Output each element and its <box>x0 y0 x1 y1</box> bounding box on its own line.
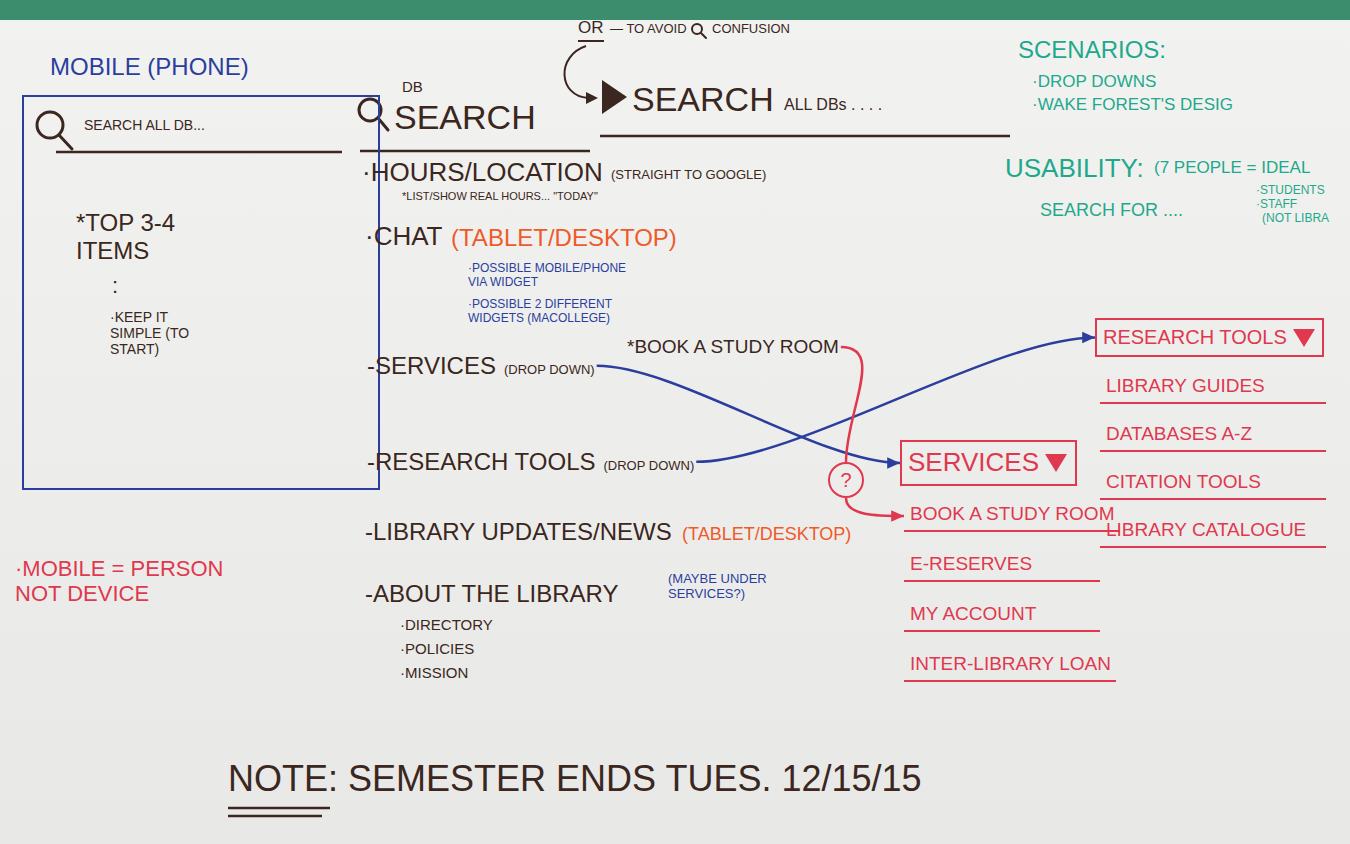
search-underline <box>600 135 1010 138</box>
note-text: ·STAFF <box>1256 198 1297 212</box>
node-note: (DROP DOWN) <box>604 459 695 474</box>
list-item: -RESEARCH TOOLS (DROP DOWN) <box>365 446 696 478</box>
note-underline <box>228 815 322 818</box>
dropdown-triangle <box>1293 329 1315 347</box>
node-label: DATABASES A-Z <box>1106 423 1322 445</box>
play-triangle <box>602 80 627 114</box>
note-text: — TO AVOID <box>610 22 687 37</box>
node-label: SERVICES <box>908 448 1039 478</box>
search-underline <box>56 151 342 154</box>
note-underline <box>228 807 330 810</box>
note-text: ·POSSIBLE MOBILE/PHONE VIA WIDGET <box>468 262 643 290</box>
note-text: ·STUDENTS <box>1256 184 1325 198</box>
arrow-head <box>887 457 900 468</box>
note-text: ALL DBs . . . . <box>784 96 882 114</box>
sub-item: ·MISSION <box>400 664 468 681</box>
list-note: *BOOK A STUDY ROOM <box>625 334 841 360</box>
node-label: MOBILE (PHONE) <box>50 53 249 81</box>
or-underline <box>578 40 604 42</box>
list-item: ·HOURS/LOCATION <box>362 158 603 188</box>
menu-item: MY ACCOUNT <box>904 600 1100 632</box>
menu-item: E-RESERVES <box>904 550 1100 582</box>
node-label: RESEARCH TOOLS <box>1103 326 1287 349</box>
heading: USABILITY: <box>1005 154 1144 184</box>
node-label: BOOK A STUDY ROOM <box>910 503 1116 525</box>
node-label: LIBRARY CATALOGUE <box>1106 519 1322 541</box>
note-text: CONFUSION <box>712 22 790 37</box>
note-text: OR <box>578 18 604 38</box>
arrow-head <box>1082 332 1095 343</box>
list-item: -LIBRARY UPDATES/NEWS <box>365 518 672 546</box>
note-text: DB <box>402 78 423 95</box>
note-text: SEARCH FOR .... <box>1040 200 1183 221</box>
node-label: -RESEARCH TOOLS <box>367 448 596 476</box>
node-label: INTER-LIBRARY LOAN <box>910 653 1112 675</box>
note-text: ·POSSIBLE 2 DIFFERENT WIDGETS (MACOLLEGE… <box>468 298 643 326</box>
list-item: -SERVICES (DROP DOWN) <box>365 350 597 382</box>
or-arrow <box>564 46 588 98</box>
menu-item: LIBRARY GUIDES <box>1100 372 1326 404</box>
search-icon <box>701 33 706 38</box>
dropdown-header: SERVICES <box>900 440 1077 486</box>
dropdown-header: RESEARCH TOOLS <box>1095 318 1324 357</box>
search-heading: SEARCH <box>632 80 774 119</box>
node-label: MY ACCOUNT <box>910 603 1096 625</box>
menu-item: INTER-LIBRARY LOAN <box>904 650 1116 682</box>
node-label: ? <box>840 469 851 492</box>
list-item: ·CHAT <box>365 222 443 252</box>
dropdown-triangle <box>1293 329 1315 347</box>
note-text: (NOT LIBRA <box>1262 212 1329 226</box>
node-note: SEARCH ALL DB... <box>84 117 205 133</box>
node-label: *BOOK A STUDY ROOM <box>627 336 839 358</box>
search-icon <box>59 135 72 149</box>
menu-item: LIBRARY CATALOGUE <box>1100 516 1326 548</box>
menu-item: CITATION TOOLS <box>1100 468 1326 500</box>
question-circle: ? <box>828 462 864 498</box>
node-label: LIBRARY GUIDES <box>1106 375 1322 397</box>
top-band <box>0 0 1350 20</box>
note-text: *LIST/SHOW REAL HOURS... "TODAY" <box>402 190 602 203</box>
dropdown-triangle <box>1045 454 1067 472</box>
note-text: (7 PEOPLE = IDEAL <box>1154 158 1310 178</box>
note-text: ·DROP DOWNS <box>1032 72 1156 92</box>
arrow-head <box>891 510 904 521</box>
note-text: (TABLET/DESKTOP) <box>451 224 677 252</box>
note-text: (MAYBE UNDER SERVICES?) <box>668 572 768 602</box>
node-label: -SERVICES <box>367 352 496 380</box>
search-heading: SEARCH <box>394 98 536 137</box>
or-arrow-head <box>586 92 598 104</box>
node-note: ·KEEP IT SIMPLE (TO START) <box>110 309 195 357</box>
phone-frame: MOBILE (PHONE)SEARCH ALL DB...*TOP 3-4 I… <box>22 95 380 490</box>
note-text: ·WAKE FOREST'S DESIG <box>1032 95 1233 115</box>
sub-item: ·DIRECTORY <box>400 616 493 633</box>
list-item: -ABOUT THE LIBRARY <box>365 580 618 608</box>
node-note: (DROP DOWN) <box>504 363 595 378</box>
dropdown-triangle <box>1045 454 1067 472</box>
note-text: (TABLET/DESKTOP) <box>682 524 851 545</box>
search-underline <box>360 150 590 153</box>
menu-item: BOOK A STUDY ROOM <box>904 500 1120 532</box>
node-label: E-RESERVES <box>910 553 1096 575</box>
sub-item: ·POLICIES <box>400 640 474 657</box>
deadline-note: NOTE: SEMESTER ENDS TUES. 12/15/15 <box>228 758 922 799</box>
note-text: ·MOBILE = PERSON NOT DEVICE <box>15 556 255 607</box>
connector <box>841 347 862 462</box>
node-note: *TOP 3-4 ITEMS <box>76 209 211 264</box>
menu-item: DATABASES A-Z <box>1100 420 1326 452</box>
heading: SCENARIOS: <box>1018 36 1166 64</box>
node-label: CITATION TOOLS <box>1106 471 1322 493</box>
node-note: : <box>112 273 118 298</box>
note-text: (STRAIGHT TO GOOGLE) <box>611 168 766 183</box>
